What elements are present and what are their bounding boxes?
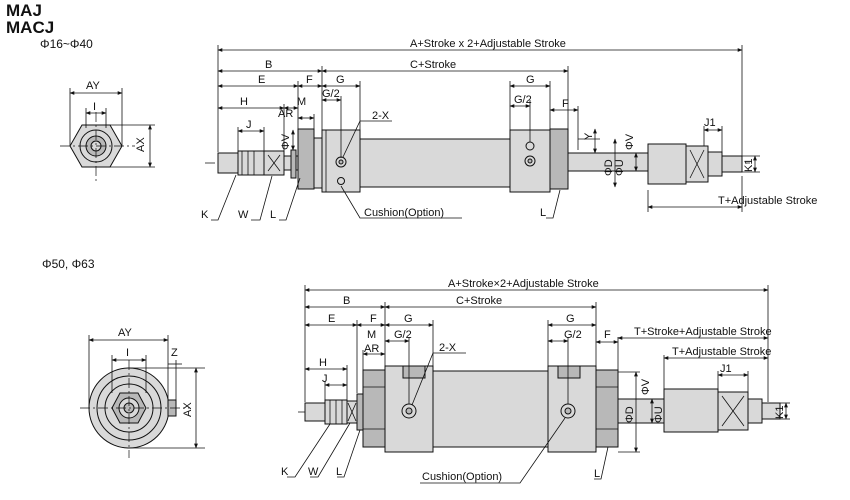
callout-w-2: W (308, 466, 319, 478)
callout-l-right-2: L (594, 468, 600, 480)
dim-f-left-1: F (306, 74, 313, 86)
callout-l-left-1: L (270, 209, 276, 221)
dim-g2-left-1: G/2 (322, 88, 340, 100)
dim-phi-v-left-1: ΦV (280, 133, 292, 150)
dim-m-2: M (367, 329, 376, 341)
dim-f-right-2: F (604, 329, 611, 341)
dim-k1-2: K1 (774, 406, 786, 419)
dim-h-1: H (240, 96, 248, 108)
dim-t-stroke-adj-2: T+Stroke+Adjustable Stroke (634, 326, 772, 338)
dim-phi-v-2: ΦV (640, 378, 652, 395)
dim-overall-1: A+Stroke x 2+Adjustable Stroke (410, 38, 566, 50)
label-z-2: Z (171, 347, 178, 359)
dim-t-adj-2: T+Adjustable Stroke (672, 346, 771, 358)
dim-overall-2: A+Stroke×2+Adjustable Stroke (448, 278, 599, 290)
dim-phi-v-right-1: ΦV (624, 133, 636, 150)
callout-cushion-1: Cushion(Option) (364, 207, 444, 219)
label-i-2: I (126, 347, 129, 359)
callout-w-1: W (238, 209, 249, 221)
dim-t-adj-1: T+Adjustable Stroke (718, 195, 817, 207)
dim-g-right-1: G (526, 74, 535, 86)
dim-f-right-1: F (562, 98, 569, 110)
dim-phi-u-1: ΦU (614, 159, 626, 176)
model-title-macj: MACJ (6, 18, 55, 37)
callout-l-right-1: L (540, 207, 546, 219)
dim-y-1: Y (583, 132, 595, 140)
dim-phi-d-1: ΦD (603, 159, 615, 176)
dim-ar-2: AR (364, 343, 379, 355)
dim-g2-right-2: G/2 (564, 329, 582, 341)
callout-cushion-2: Cushion(Option) (422, 471, 502, 483)
label-ax-2: AX (182, 402, 194, 417)
dim-j-1: J (246, 119, 252, 131)
callout-k-2: K (281, 466, 289, 478)
callout-k-1: K (201, 209, 209, 221)
dim-f-left-2: F (370, 313, 377, 325)
label-ax-1: AX (135, 137, 147, 152)
dim-j-2: J (322, 373, 328, 385)
dim-h-2: H (319, 357, 327, 369)
dim-g2-left-2: G/2 (394, 329, 412, 341)
end-view-round (80, 335, 205, 458)
model-title-maj: MAJ (6, 1, 42, 20)
dim-2x-2: 2-X (439, 342, 457, 354)
dim-phi-u-2: ΦU (653, 406, 665, 423)
dim-b-1: B (265, 59, 272, 71)
dim-e-1: E (258, 74, 265, 86)
label-ay-1: AY (86, 80, 101, 92)
label-ay-2: AY (118, 327, 133, 339)
dim-k1-1: K1 (743, 159, 755, 172)
cylinder-side-view-large (298, 365, 781, 453)
dim-j1-2: J1 (720, 363, 732, 375)
cylinder-side-view-small (205, 128, 750, 193)
dimensions-small (211, 45, 760, 221)
dim-phi-d-2: ΦD (624, 406, 636, 423)
dim-e-2: E (328, 313, 335, 325)
end-view-hex (60, 88, 155, 182)
size-range-large: Φ50, Φ63 (42, 257, 95, 271)
dim-c-stroke-2: C+Stroke (456, 295, 502, 307)
size-range-small: Φ16~Φ40 (40, 37, 93, 51)
dim-m-1: M (297, 96, 306, 108)
dim-g-left-1: G (336, 74, 345, 86)
dim-c-stroke-1: C+Stroke (410, 59, 456, 71)
label-i-1: I (93, 101, 96, 113)
dim-g-left-2: G (404, 313, 413, 325)
dim-g-right-2: G (566, 313, 575, 325)
dim-ar-1: AR (278, 108, 293, 120)
dimensions-large (287, 285, 790, 484)
dim-b-2: B (343, 295, 350, 307)
dim-2x-1: 2-X (372, 110, 390, 122)
dim-j1-1: J1 (704, 117, 716, 129)
dim-g2-right-1: G/2 (514, 94, 532, 106)
callout-l-left-2: L (336, 466, 342, 478)
